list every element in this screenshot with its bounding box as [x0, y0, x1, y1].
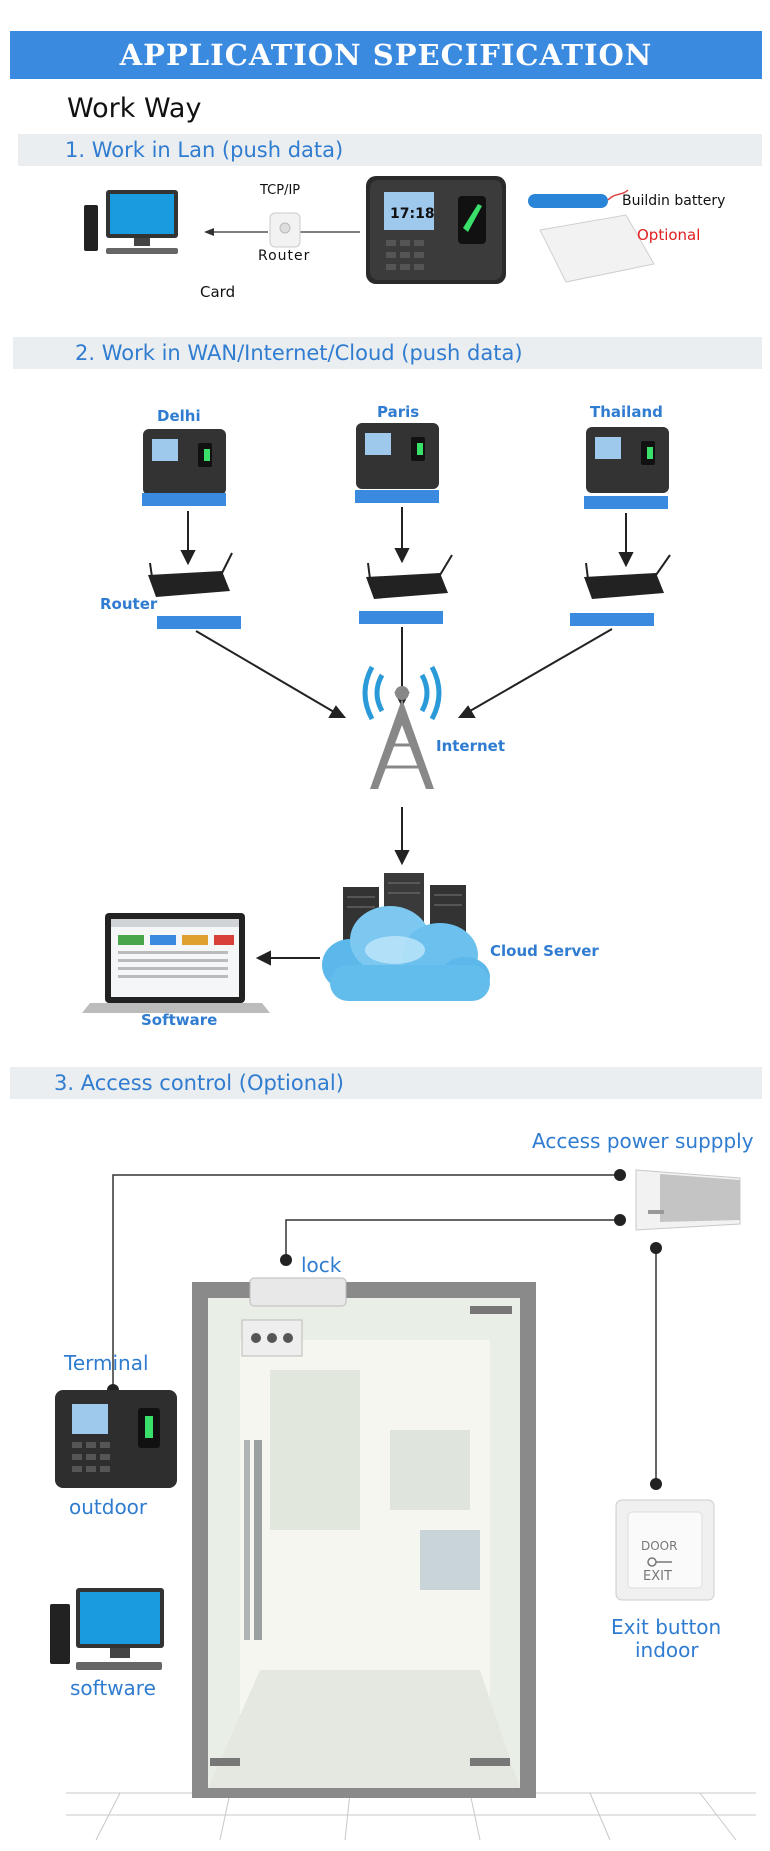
software-computer-icon [50, 1588, 164, 1670]
city-label-thailand: Thailand [590, 403, 663, 421]
delhi-bar [142, 493, 226, 506]
internet-label: Internet [436, 737, 505, 755]
section3-title: 3. Access control (Optional) [54, 1071, 344, 1095]
thailand-bar [584, 496, 668, 509]
router-bar-1 [157, 616, 241, 629]
wire-node-1 [614, 1169, 626, 1181]
wire-node-2 [614, 1214, 626, 1226]
device-time: 17:18 [390, 206, 435, 222]
software-label: software [70, 1676, 156, 1700]
battery-label: Buildin battery [622, 193, 725, 209]
magnetic-lock-icon [241, 1277, 347, 1357]
section3-diagram: lock Access power suppply Terminal outdo… [50, 1129, 756, 1841]
desktop-computer-icon [84, 190, 178, 254]
router-thailand-icon [584, 554, 671, 599]
software-label: Software [141, 1011, 217, 1029]
arrow-left-icon [204, 228, 214, 236]
tcpip-label: TCP/IP [259, 183, 300, 198]
terminal-paris-icon [356, 423, 439, 489]
card-label: Card [200, 283, 235, 301]
router-bar-2 [359, 611, 443, 624]
paris-bar [355, 490, 439, 503]
rfid-card-icon [539, 214, 655, 283]
wire-node-6 [650, 1478, 662, 1490]
work-way-heading: Work Way [67, 93, 202, 124]
city-label-paris: Paris [377, 403, 419, 421]
router-bar-3 [570, 613, 654, 626]
terminal-label: Terminal [63, 1351, 149, 1375]
terminal-delhi-icon [143, 429, 226, 495]
wire-node-3 [280, 1254, 292, 1266]
power-supply-label: Access power suppply [532, 1129, 754, 1153]
internet-tower-icon [362, 665, 442, 789]
glass-door [192, 1282, 536, 1798]
fingerprint-icon [463, 204, 482, 232]
laptop-icon [82, 913, 270, 1013]
router-icon [269, 212, 301, 248]
router-paris-icon [366, 554, 453, 599]
battery-icon [528, 189, 629, 208]
section1-bar [18, 134, 762, 166]
page-title: APPLICATION SPECIFICATION [10, 31, 762, 79]
section1-title: 1. Work in Lan (push data) [65, 138, 344, 162]
cloud-server-label: Cloud Server [490, 942, 599, 960]
cloud-server-icon [322, 873, 490, 1001]
power-supply-icon [635, 1169, 741, 1231]
router-delhi-icon [148, 552, 233, 597]
exit-button-text-door: DOOR [641, 1539, 677, 1553]
section2-title: 2. Work in WAN/Internet/Cloud (push data… [75, 341, 523, 365]
optional-label: Optional [637, 226, 700, 244]
attendance-terminal-icon: 17:18 [366, 176, 506, 284]
city-label-delhi: Delhi [157, 407, 201, 425]
indoor-label: indoor [635, 1638, 699, 1662]
section2-bar [13, 337, 762, 369]
floor-grid [66, 1792, 756, 1841]
wiring-lines [112, 1174, 657, 1482]
exit-button-icon: DOOR EXIT [615, 1499, 715, 1601]
section3-bar [10, 1067, 762, 1099]
section2-diagram: Delhi Paris Thailand Router [82, 403, 671, 1029]
exit-button-label: Exit button [611, 1615, 721, 1639]
terminal-thailand-icon [586, 427, 669, 493]
lock-label: lock [301, 1253, 342, 1277]
router-label: Router [258, 248, 310, 264]
outdoor-terminal-icon [55, 1390, 177, 1488]
outdoor-label: outdoor [69, 1495, 148, 1519]
router-label: Router [100, 595, 158, 613]
section1-diagram: TCP/IP Router Card 17:18 Buildin battery… [84, 176, 725, 301]
exit-button-text-exit: EXIT [643, 1569, 672, 1584]
wire-node-5 [650, 1242, 662, 1254]
